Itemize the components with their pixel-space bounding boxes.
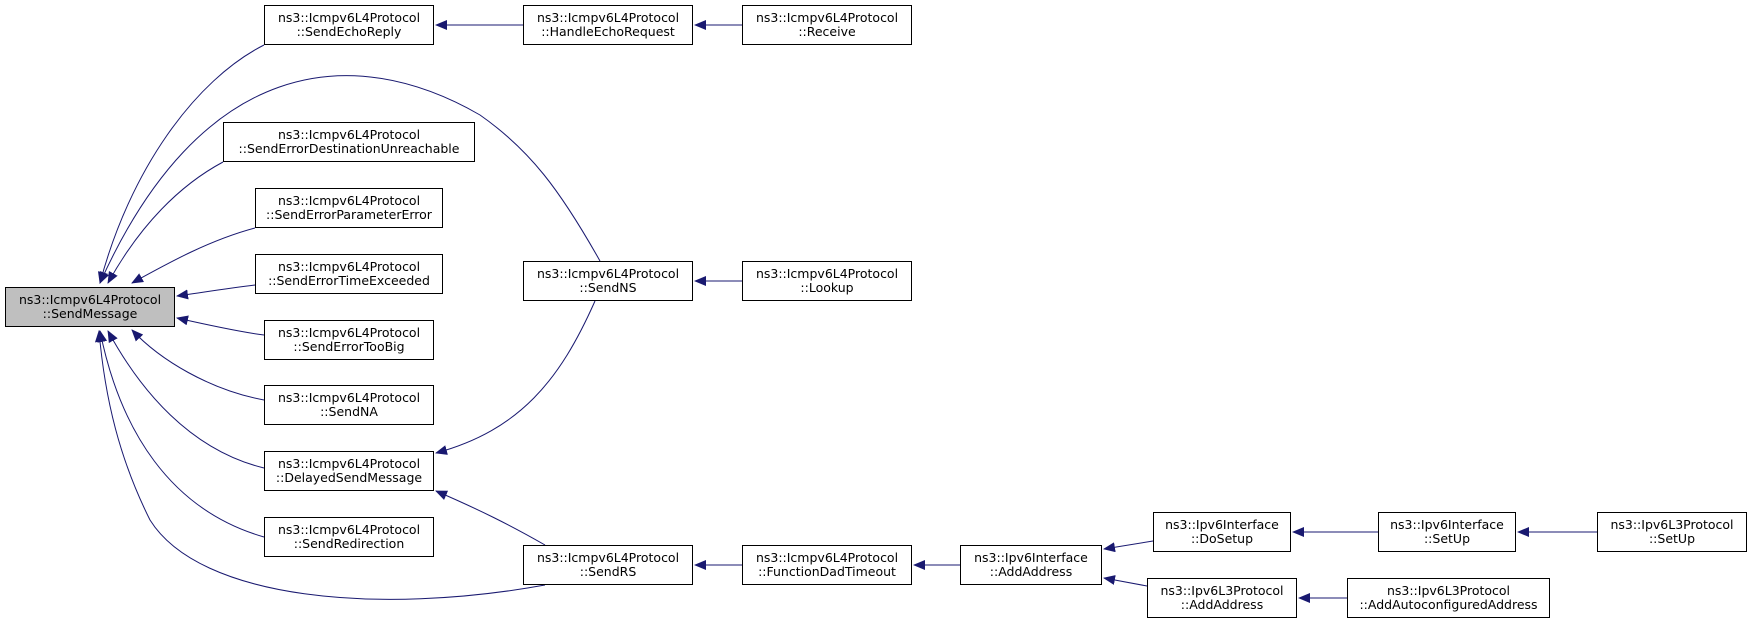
edge-senderrorparam-to-sendmessage [131, 227, 256, 284]
node-namespace-label: ns3::Icmpv6L4Protocol [277, 456, 421, 471]
node-method-label: ::DelayedSendMessage [275, 470, 423, 485]
edge-sendna-to-sendmessage [131, 329, 265, 401]
node-method-label: ::Receive [798, 24, 856, 39]
node-ipv6if-setup[interactable]: ns3::Ipv6Interface::SetUp [1378, 512, 1516, 552]
node-method-label: ::AddAutoconfiguredAddress [1359, 597, 1538, 612]
edge-sendns-to-sendmessage [99, 75, 601, 284]
edge-delayedsend-to-sendmessage [107, 330, 265, 469]
node-namespace-label: ns3::Icmpv6L4Protocol [277, 522, 421, 537]
node-sendechoreply[interactable]: ns3::Icmpv6L4Protocol::SendEchoReply [264, 5, 434, 45]
node-ipv6if-addaddress[interactable]: ns3::Ipv6Interface::AddAddress [960, 545, 1102, 585]
edge-sendns-to-delayedsend [435, 300, 596, 455]
edge-senderrortoobig-to-sendmessage [176, 315, 265, 336]
node-method-label: ::SendErrorDestinationUnreachable [238, 141, 460, 156]
node-method-label: ::HandleEchoRequest [541, 24, 675, 39]
node-namespace-label: ns3::Icmpv6L4Protocol [536, 550, 680, 565]
edge-sendechoreply-to-sendmessage [97, 44, 265, 284]
node-namespace-label: ns3::Ipv6Interface [1390, 517, 1504, 532]
node-method-label: ::FunctionDadTimeout [758, 564, 896, 579]
node-namespace-label: ns3::Icmpv6L4Protocol [536, 10, 680, 25]
node-sendredirection[interactable]: ns3::Icmpv6L4Protocol::SendRedirection [264, 517, 434, 557]
node-sendna[interactable]: ns3::Icmpv6L4Protocol::SendNA [264, 385, 434, 425]
node-method-label: ::SendNA [320, 404, 378, 419]
node-namespace-label: ns3::Icmpv6L4Protocol [277, 10, 421, 25]
node-senderrortoobig[interactable]: ns3::Icmpv6L4Protocol::SendErrorTooBig [264, 320, 434, 360]
node-sendns[interactable]: ns3::Icmpv6L4Protocol::SendNS [523, 261, 693, 301]
node-senderrortime[interactable]: ns3::Icmpv6L4Protocol::SendErrorTimeExce… [255, 254, 443, 294]
node-namespace-label: ns3::Icmpv6L4Protocol [277, 193, 421, 208]
node-ipv6if-dosetup[interactable]: ns3::Ipv6Interface::DoSetup [1153, 512, 1291, 552]
node-namespace-label: ns3::Icmpv6L4Protocol [277, 127, 421, 142]
node-method-label: ::SendRedirection [293, 536, 405, 551]
node-receive[interactable]: ns3::Icmpv6L4Protocol::Receive [742, 5, 912, 45]
node-namespace-label: ns3::Ipv6L3Protocol [1160, 583, 1284, 598]
node-sendmessage: ns3::Icmpv6L4Protocol::SendMessage [5, 287, 175, 327]
edge-sendrs-to-delayedsend [435, 490, 546, 546]
edge-ipv6if-dosetup-to-ipv6if-addaddress [1103, 540, 1154, 553]
node-namespace-label: ns3::Icmpv6L4Protocol [755, 550, 899, 565]
edge-senderrortime-to-sendmessage [176, 284, 256, 300]
node-namespace-label: ns3::Icmpv6L4Protocol [18, 292, 162, 307]
node-method-label: ::AddAddress [989, 564, 1073, 579]
node-method-label: ::SendErrorTimeExceeded [268, 273, 430, 288]
node-method-label: ::AddAddress [1180, 597, 1264, 612]
node-method-label: ::SendErrorParameterError [266, 207, 432, 222]
node-ipv6l3-addauto[interactable]: ns3::Ipv6L3Protocol::AddAutoconfiguredAd… [1347, 578, 1550, 618]
node-method-label: ::SendEchoReply [296, 24, 402, 39]
node-namespace-label: ns3::Icmpv6L4Protocol [755, 266, 899, 281]
node-functiondad[interactable]: ns3::Icmpv6L4Protocol::FunctionDadTimeou… [742, 545, 912, 585]
node-delayedsend[interactable]: ns3::Icmpv6L4Protocol::DelayedSendMessag… [264, 451, 434, 491]
edge-senderrordest-to-sendmessage [107, 161, 224, 284]
node-namespace-label: ns3::Icmpv6L4Protocol [277, 259, 421, 274]
edge-ipv6l3-addaddress-to-ipv6if-addaddress [1103, 575, 1148, 587]
node-method-label: ::SendErrorTooBig [293, 339, 405, 354]
node-method-label: ::SetUp [1648, 531, 1696, 546]
node-method-label: ::SetUp [1423, 531, 1471, 546]
node-method-label: ::SendRS [579, 564, 637, 579]
node-sendrs[interactable]: ns3::Icmpv6L4Protocol::SendRS [523, 545, 693, 585]
node-namespace-label: ns3::Icmpv6L4Protocol [755, 10, 899, 25]
node-namespace-label: ns3::Ipv6L3Protocol [1386, 583, 1511, 598]
node-namespace-label: ns3::Icmpv6L4Protocol [536, 266, 680, 281]
edge-sendredirection-to-sendmessage [97, 330, 265, 538]
node-handleechorequest[interactable]: ns3::Icmpv6L4Protocol::HandleEchoRequest [523, 5, 693, 45]
node-ipv6l3-setup[interactable]: ns3::Ipv6L3Protocol::SetUp [1597, 512, 1747, 552]
node-method-label: ::Lookup [800, 280, 854, 295]
node-method-label: ::DoSetup [1190, 531, 1254, 546]
node-method-label: ::SendNS [579, 280, 637, 295]
node-namespace-label: ns3::Ipv6Interface [974, 550, 1088, 565]
edge-sendrs-to-sendmessage [94, 330, 546, 600]
node-method-label: ::SendMessage [42, 306, 138, 321]
node-namespace-label: ns3::Icmpv6L4Protocol [277, 325, 421, 340]
node-senderrordest[interactable]: ns3::Icmpv6L4Protocol::SendErrorDestinat… [223, 122, 475, 162]
node-namespace-label: ns3::Ipv6L3Protocol [1610, 517, 1734, 532]
node-senderrorparam[interactable]: ns3::Icmpv6L4Protocol::SendErrorParamete… [255, 188, 443, 228]
node-ipv6l3-addaddress[interactable]: ns3::Ipv6L3Protocol::AddAddress [1147, 578, 1297, 618]
node-namespace-label: ns3::Ipv6Interface [1165, 517, 1279, 532]
node-namespace-label: ns3::Icmpv6L4Protocol [277, 390, 421, 405]
node-lookup[interactable]: ns3::Icmpv6L4Protocol::Lookup [742, 261, 912, 301]
